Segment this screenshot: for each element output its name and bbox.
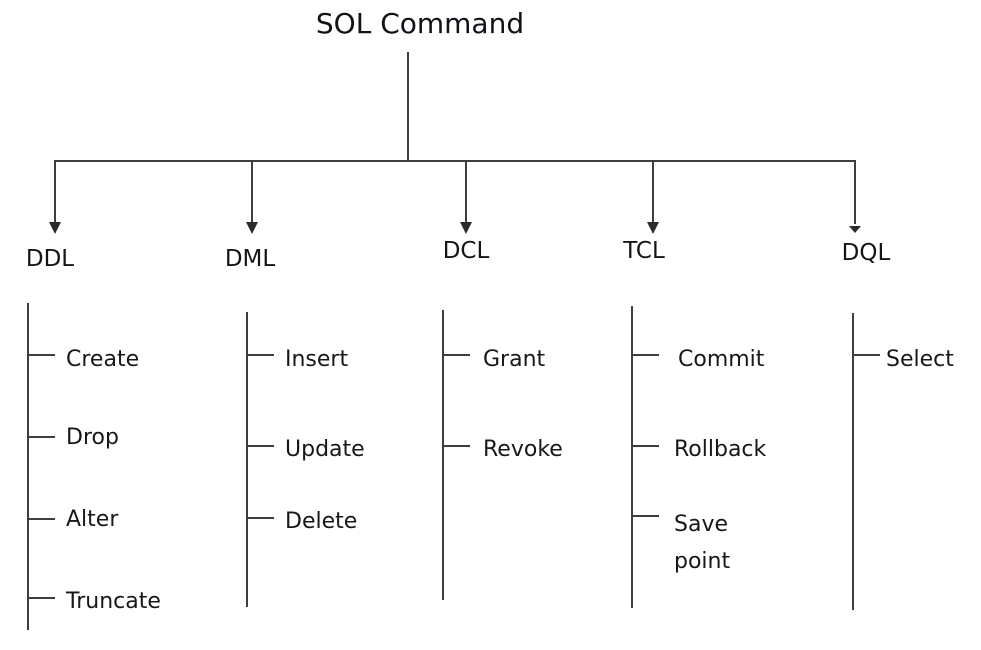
list-item-update: Update [285, 437, 365, 462]
connector-drop-dcl [465, 160, 467, 222]
connector-drop-dml [251, 160, 253, 222]
branch-label-ddl: DDL [25, 246, 75, 272]
item-tick [248, 445, 274, 447]
connector-drop-dql [854, 160, 856, 224]
item-tick [248, 517, 274, 519]
item-tick [29, 436, 55, 438]
list-item-grant: Grant [483, 347, 546, 372]
column-line-dml [246, 312, 248, 607]
list-item-create: Create [66, 347, 140, 372]
item-tick [248, 354, 274, 356]
item-tick [444, 354, 470, 356]
arrow-down-icon [246, 222, 258, 234]
item-tick [633, 515, 659, 517]
list-item-insert: Insert [285, 347, 349, 372]
arrow-down-icon [849, 226, 861, 233]
item-tick [29, 518, 55, 520]
list-item-delete: Delete [285, 509, 358, 534]
column-line-dql [852, 313, 854, 610]
item-tick [633, 445, 659, 447]
connector-drop-ddl [54, 160, 56, 222]
item-tick [444, 445, 470, 447]
list-item-alter: Alter [66, 507, 119, 532]
item-tick [29, 597, 55, 599]
branch-label-tcl: TCL [623, 238, 665, 264]
column-line-ddl [27, 303, 29, 630]
column-line-tcl [631, 306, 633, 608]
list-item-truncate: Truncate [66, 589, 161, 614]
item-tick [854, 354, 880, 356]
branch-label-dql: DQL [841, 240, 891, 266]
branch-label-dcl: DCL [442, 238, 490, 264]
connector-horizontal [55, 160, 856, 162]
connector-stem [407, 52, 409, 160]
arrow-down-icon [49, 222, 61, 234]
list-item-rollback: Rollback [674, 437, 767, 462]
diagram-title: SOL Command [315, 7, 525, 40]
list-item-commit: Commit [678, 347, 765, 372]
connector-drop-tcl [652, 160, 654, 222]
list-item-revoke: Revoke [483, 437, 563, 462]
arrow-down-icon [647, 222, 659, 234]
list-item-select: Select [886, 347, 954, 372]
arrow-down-icon [460, 222, 472, 234]
item-tick [633, 354, 659, 356]
branch-label-dml: DML [224, 246, 276, 272]
item-tick [29, 354, 55, 356]
column-line-dcl [442, 310, 444, 600]
list-item-savepoint: Save point [674, 512, 731, 574]
list-item-drop: Drop [66, 425, 119, 450]
